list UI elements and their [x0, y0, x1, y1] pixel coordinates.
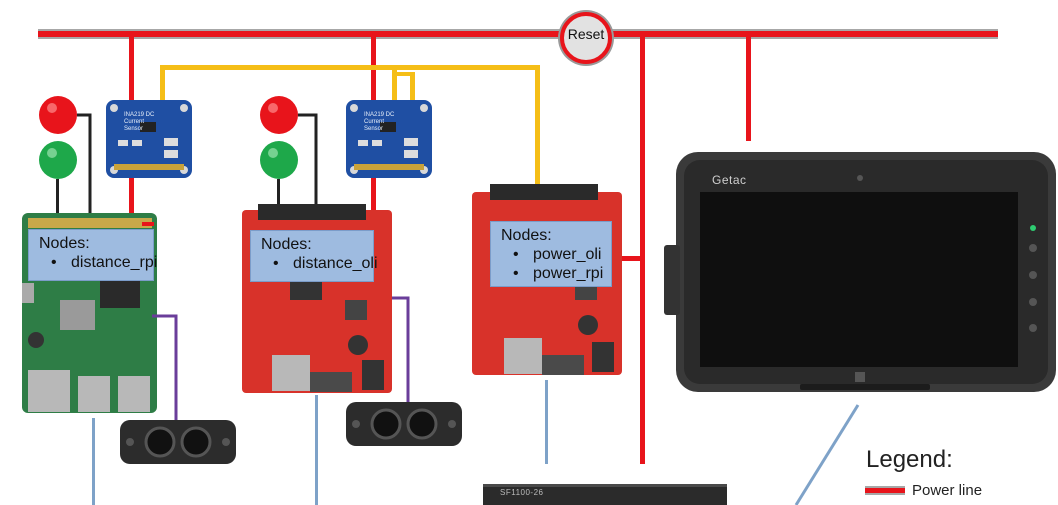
nodes-list: distance_oli [261, 254, 378, 273]
node-item: distance_oli [273, 254, 378, 273]
node-item: power_rpi [513, 264, 603, 283]
lidar-sensor-icon [120, 420, 236, 464]
tablet-network-line [794, 404, 860, 505]
node-item: distance_rpi [51, 253, 157, 272]
sensor-text: INA219 DC Current Sensor [124, 112, 154, 133]
current-sensor-icon [106, 100, 192, 178]
sensor-label-line2: Current [124, 119, 145, 125]
sensor-text: INA219 DC Current Sensor [364, 112, 394, 133]
node-item: power_oli [513, 245, 603, 264]
nodes-list: distance_rpi [39, 253, 157, 272]
sensor-label-line2: Current [364, 119, 385, 125]
nodes-title: Nodes: [261, 236, 312, 253]
legend-power-swatch [865, 486, 905, 495]
network-lines [92, 380, 548, 505]
sensor-label-line1: INA219 DC [124, 112, 155, 118]
network-switch [483, 484, 727, 505]
sensor-label-line1: INA219 DC [364, 112, 395, 118]
lidar-sensor-icon [346, 402, 462, 446]
sensor-label-line3: Sensor [124, 126, 144, 132]
tablet-brand-label: Getac [712, 173, 747, 187]
signal-wires [152, 296, 410, 424]
legend-title: Legend: [866, 446, 953, 473]
switch-label: SF1100-26 [500, 488, 544, 497]
nodes-title: Nodes: [501, 227, 552, 244]
reset-button-icon [558, 10, 614, 66]
nodes-list: power_oli power_rpi [501, 245, 603, 283]
i2c-lines [160, 65, 540, 190]
nodes-box-oli: Nodes: distance_oli [250, 230, 378, 282]
nodes-box-power: Nodes: power_oli power_rpi [490, 221, 612, 287]
nodes-title: Nodes: [39, 235, 90, 252]
reset-label: Reset [567, 26, 605, 42]
sensor-label-line3: Sensor [364, 126, 384, 132]
legend-power-label: Power line [912, 482, 983, 499]
traffic-light-icon [260, 96, 318, 210]
nodes-box-rpi: Nodes: distance_rpi [28, 229, 157, 281]
traffic-light-icon [39, 96, 92, 215]
current-sensor-icon [346, 100, 432, 178]
rugged-tablet [664, 152, 1056, 392]
